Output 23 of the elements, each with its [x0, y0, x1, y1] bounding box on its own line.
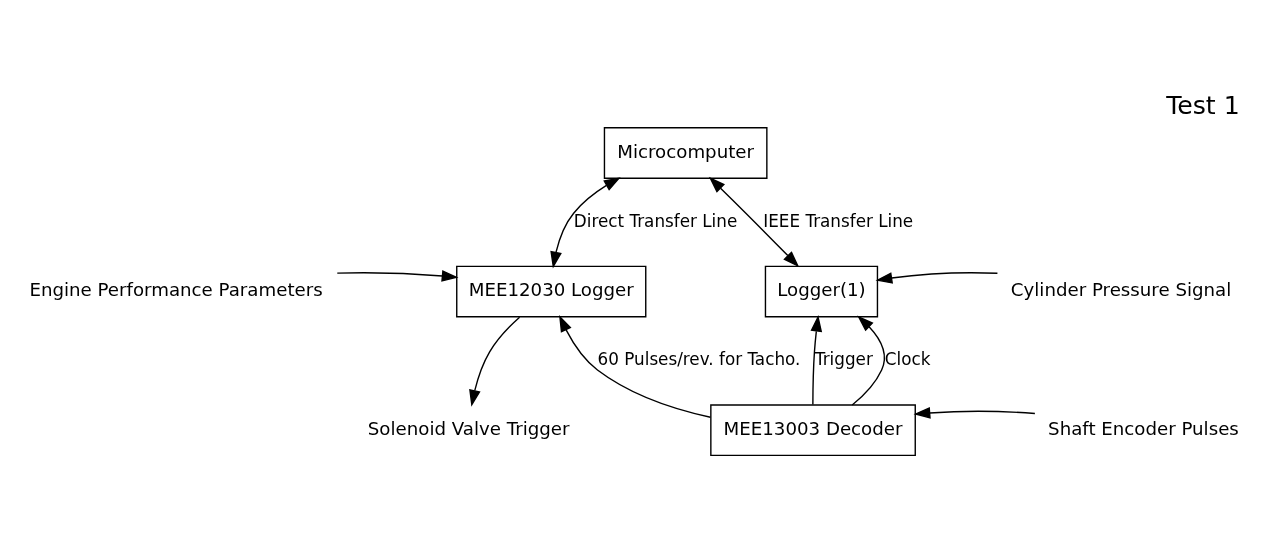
diagram-title: Test 1 — [1166, 90, 1240, 120]
node-box: MEE12030 Logger — [456, 265, 647, 317]
arrow — [469, 316, 521, 407]
edge-label: Trigger — [814, 348, 873, 369]
arrow — [708, 176, 800, 267]
arrow — [550, 176, 621, 268]
arrow — [851, 315, 886, 406]
node-box: MEE13003 Decoder — [710, 403, 916, 456]
arrow — [810, 314, 823, 405]
arrow — [913, 406, 1036, 419]
arrow — [875, 271, 999, 284]
arrow — [336, 269, 459, 282]
edge-label: Clock — [884, 348, 931, 369]
edge-label: IEEE Transfer Line — [763, 210, 914, 231]
edge-label: 60 Pulses/rev. for Tacho. — [597, 348, 801, 369]
node-text: Shaft Encoder Pulses — [1048, 417, 1239, 439]
node-text: Solenoid Valve Trigger — [367, 417, 570, 439]
arrow — [559, 314, 712, 418]
node-box: Logger(1) — [764, 265, 879, 317]
node-text: Engine Performance Parameters — [29, 278, 323, 300]
edge-label: Direct Transfer Line — [573, 210, 738, 231]
node-text: Cylinder Pressure Signal — [1010, 278, 1232, 300]
node-box: Microcomputer — [603, 126, 768, 179]
